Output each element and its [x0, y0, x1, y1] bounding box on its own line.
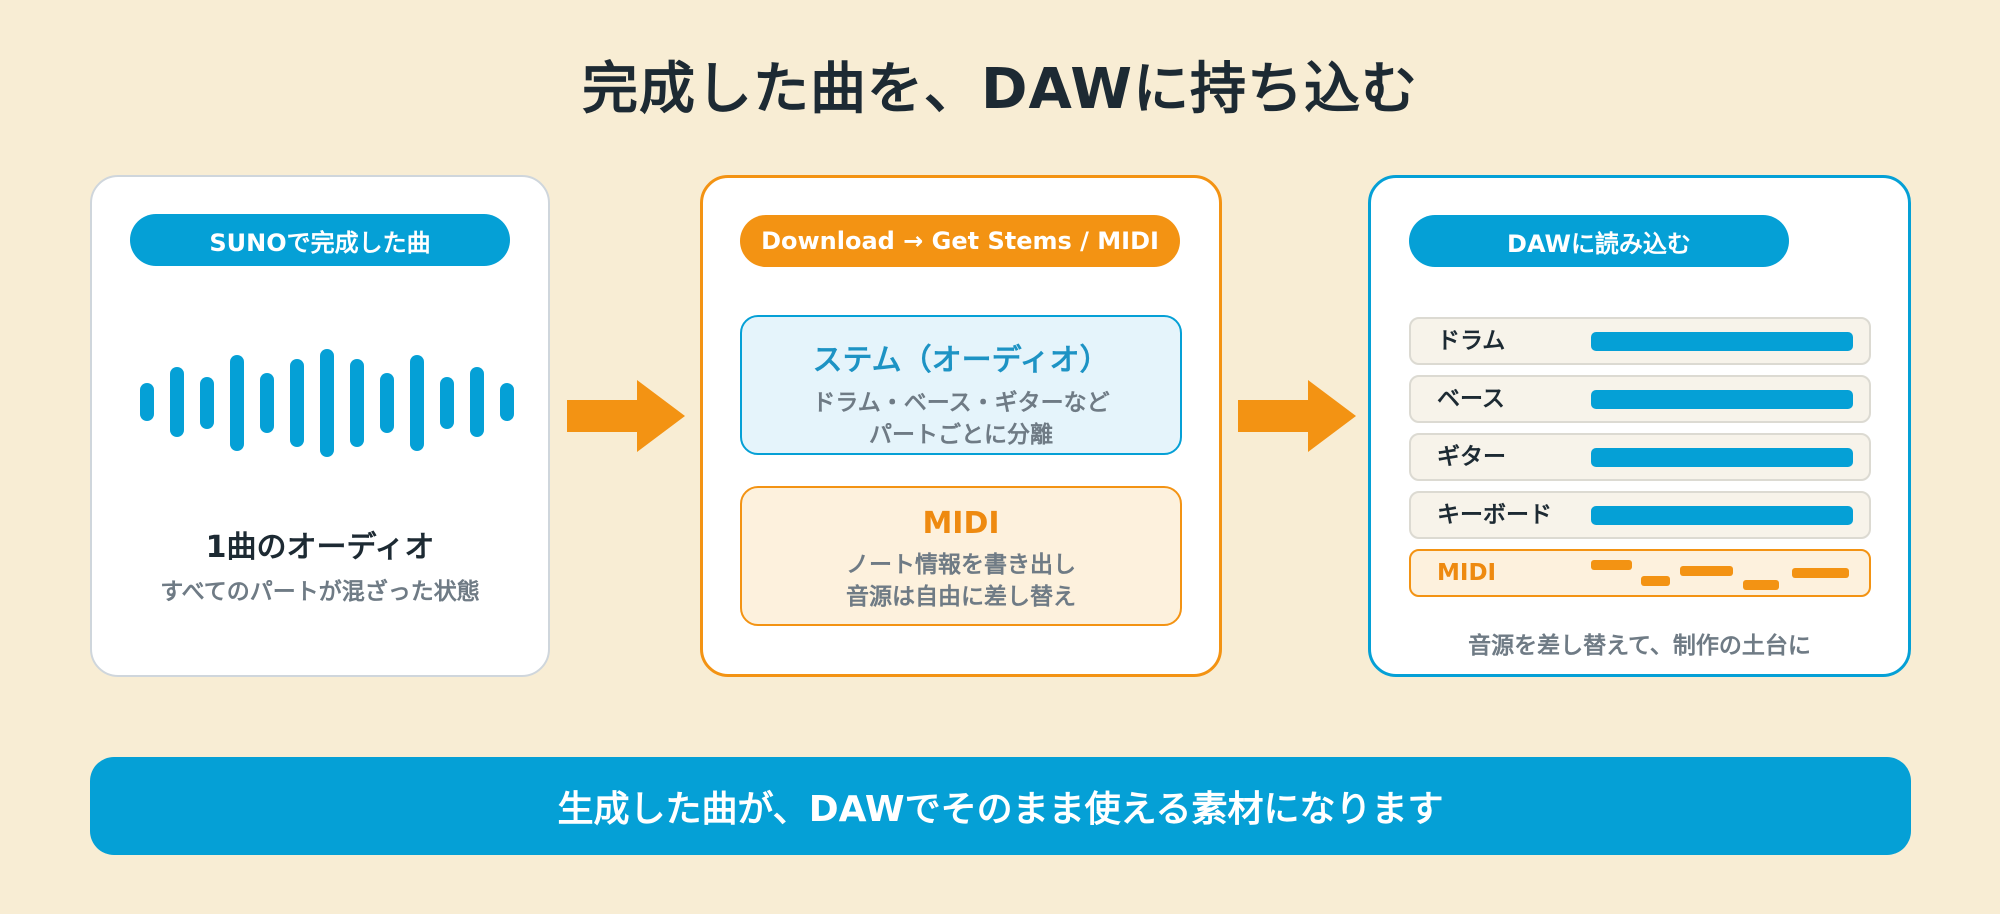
- waveform-bar: [320, 349, 334, 457]
- midi-note: [1591, 560, 1632, 570]
- arrow-right-icon: [1238, 380, 1356, 452]
- waveform-bar: [470, 367, 484, 437]
- waveform-bar: [290, 359, 304, 447]
- track-guitar: ギター: [1409, 433, 1871, 481]
- track-label: ベース: [1437, 386, 1505, 412]
- stems-box: ステム（オーディオ） ドラム・ベース・ギターなど パートごとに分離: [740, 315, 1182, 455]
- waveform-bar: [500, 383, 514, 421]
- source-song-pill: SUNOで完成した曲: [130, 214, 510, 266]
- track-label: ギター: [1437, 444, 1506, 470]
- midi-box: MIDI ノート情報を書き出し 音源は自由に差し替え: [740, 486, 1182, 626]
- waveform-bar: [350, 359, 364, 447]
- waveform-bar: [380, 373, 394, 433]
- waveform-bar: [140, 383, 154, 421]
- audio-clip: [1591, 332, 1853, 351]
- export-card: Download → Get Stems / MIDI ステム（オーディオ） ド…: [700, 175, 1222, 677]
- midi-note: [1680, 566, 1733, 576]
- daw-pill: DAWに読み込む: [1409, 215, 1789, 267]
- midi-line-1: ノート情報を書き出し: [846, 552, 1076, 578]
- summary-banner: 生成した曲が、DAWでそのまま使える素材になります: [90, 757, 1911, 855]
- export-pill: Download → Get Stems / MIDI: [740, 215, 1180, 267]
- stems-line-1: ドラム・ベース・ギターなど: [812, 390, 1110, 416]
- waveform-bar: [200, 377, 214, 429]
- waveform-icon: [140, 349, 518, 459]
- audio-clip: [1591, 448, 1853, 467]
- midi-note: [1743, 580, 1779, 590]
- waveform-bar: [440, 377, 454, 429]
- midi-note: [1641, 576, 1670, 586]
- track-label: MIDI: [1437, 560, 1497, 586]
- track-keyboard: キーボード: [1409, 491, 1871, 539]
- source-song-label: 1曲のオーディオ: [205, 530, 435, 565]
- audio-clip: [1591, 390, 1853, 409]
- daw-footer-text: 音源を差し替えて、制作の土台に: [1468, 633, 1811, 659]
- waveform-bar: [260, 373, 274, 433]
- stems-heading: ステム（オーディオ）: [812, 343, 1110, 378]
- source-song-description: すべてのパートが混ざった状態: [160, 579, 480, 605]
- track-bass: ベース: [1409, 375, 1871, 423]
- midi-line-2: 音源は自由に差し替え: [846, 584, 1076, 610]
- audio-clip: [1591, 506, 1853, 525]
- page-title: 完成した曲を、DAWに持ち込む: [581, 57, 1419, 122]
- source-song-card: SUNOで完成した曲 1曲のオーディオ すべてのパートが混ざった状態: [90, 175, 550, 677]
- waveform-bar: [410, 355, 424, 451]
- track-label: キーボード: [1437, 502, 1552, 528]
- stems-line-2: パートごとに分離: [869, 422, 1053, 448]
- track-drums: ドラム: [1409, 317, 1871, 365]
- waveform-bar: [170, 367, 184, 437]
- track-label: ドラム: [1437, 328, 1506, 354]
- daw-card: DAWに読み込む ドラム ベース ギター キーボード MIDI 音源を差し替えて…: [1368, 175, 1911, 677]
- track-midi: MIDI: [1409, 549, 1871, 597]
- arrow-right-icon: [567, 380, 685, 452]
- waveform-bar: [230, 355, 244, 451]
- midi-heading: MIDI: [922, 506, 1000, 541]
- midi-note: [1792, 568, 1849, 578]
